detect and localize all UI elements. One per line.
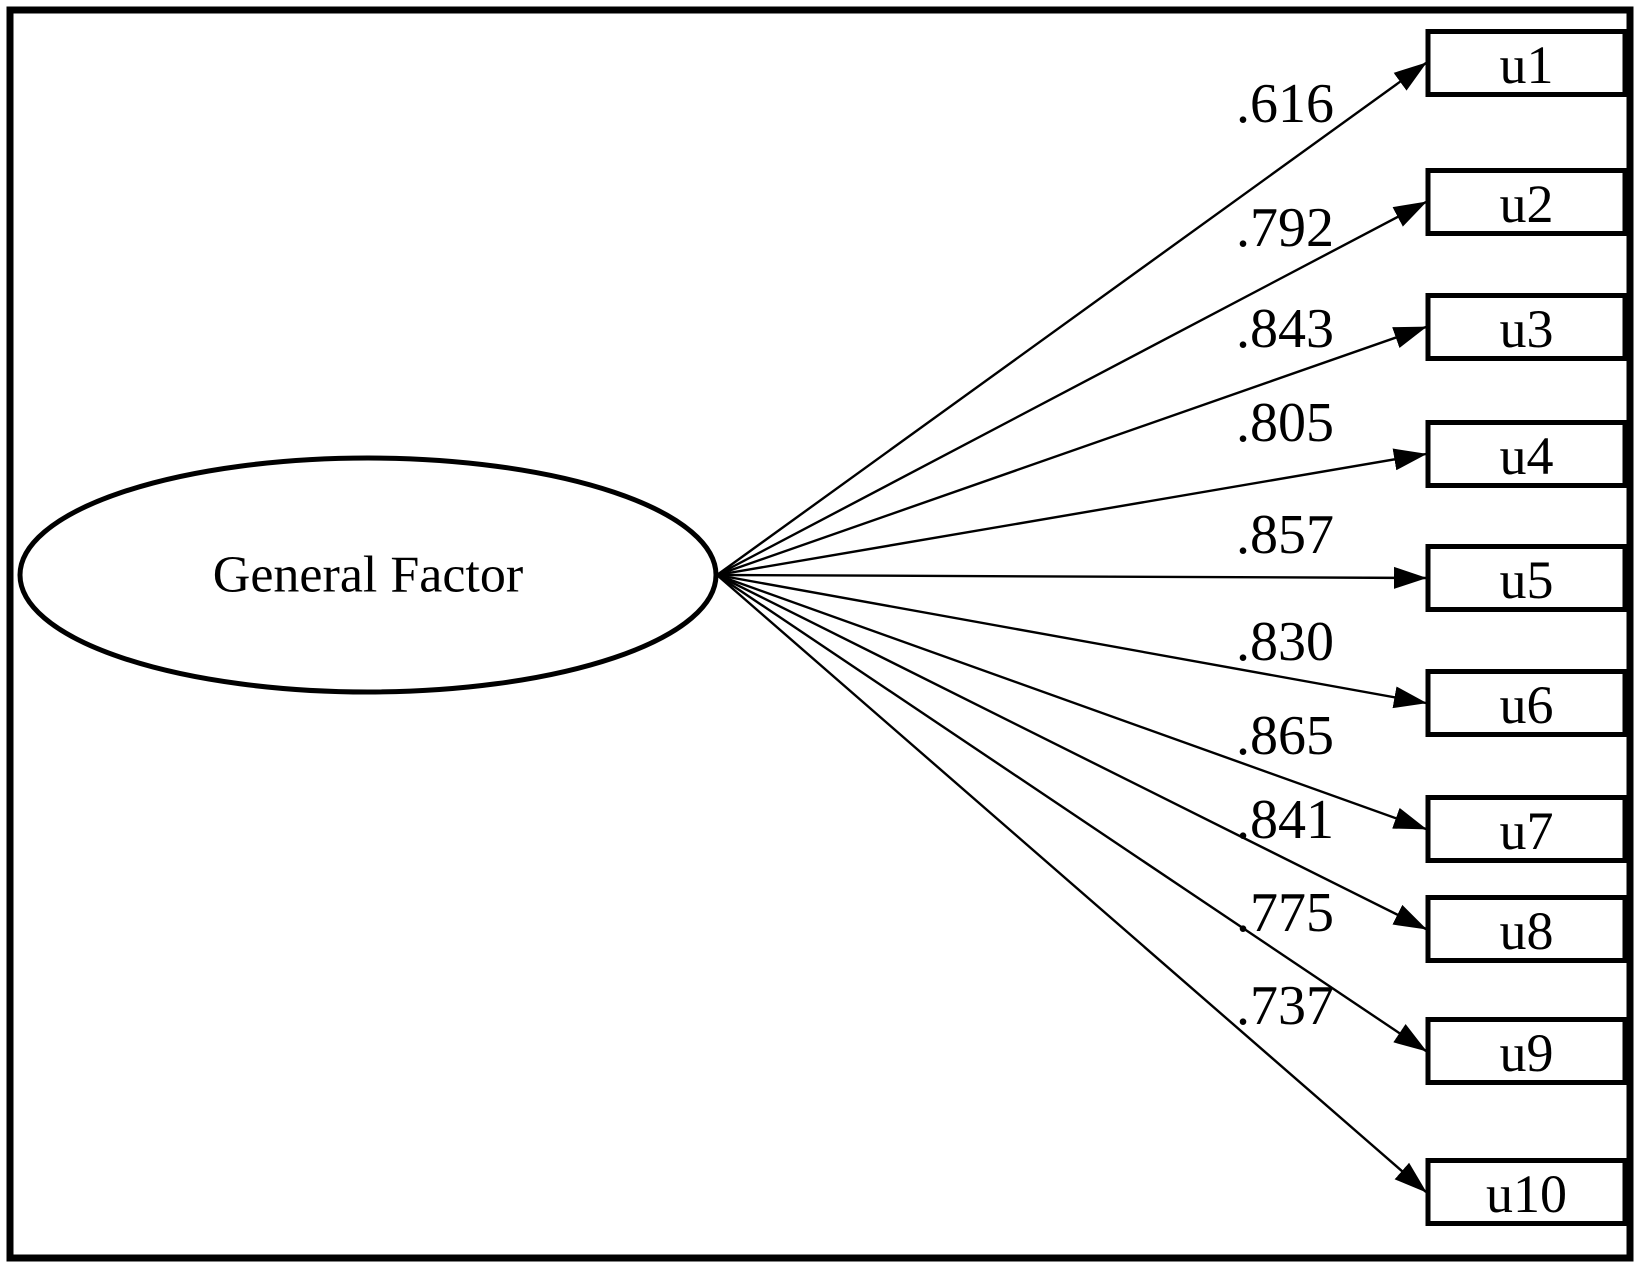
loading-arrow [716,566,1427,589]
indicator-label: u10 [1486,1164,1567,1224]
indicator-u2: .792 u2 [716,168,1628,577]
loading-arrow [716,200,1427,577]
loading-arrow [716,325,1427,577]
latent-factor-label: General Factor [213,547,523,604]
loading-arrow [716,574,1427,1193]
indicator-u5: .857 u5 [716,504,1628,612]
loading-arrow [716,574,1427,1052]
indicator-u10: .737 u10 [716,574,1628,1226]
indicator-label: u7 [1500,801,1554,861]
loading-value: .830 [1236,611,1334,673]
loading-value: .792 [1236,197,1334,259]
indicator-label: u2 [1500,174,1554,234]
indicator-u8: .841 u8 [716,573,1628,963]
indicator-label: u8 [1500,901,1554,961]
indicator-box [1425,420,1628,488]
loading-value: .775 [1236,882,1334,944]
indicator-u3: .843 u3 [716,293,1628,577]
latent-factor-ellipse [17,455,719,695]
loading-value: .737 [1236,975,1334,1037]
indicator-box [1425,669,1628,737]
indicator-box [1425,544,1628,612]
loading-value: .616 [1236,73,1334,135]
indicator-u4: .805 u4 [716,392,1628,577]
loading-arrow [716,573,1427,709]
indicator-box [1425,1017,1628,1085]
loading-value: .805 [1236,392,1334,454]
figure-border [6,6,1634,1262]
indicator-box [1425,168,1628,236]
loading-value: .841 [1236,789,1334,851]
indicator-label: u5 [1500,550,1554,610]
loading-arrow [716,448,1427,577]
indicator-label: u9 [1500,1023,1554,1083]
loading-value: .843 [1236,298,1334,360]
indicator-label: u6 [1500,675,1554,735]
loading-arrow [716,62,1427,576]
indicator-label: u1 [1500,35,1554,95]
indicator-box [1425,895,1628,963]
loading-value: .865 [1236,705,1334,767]
indicator-u7: .865 u7 [716,573,1628,863]
indicator-u1: .616 u1 [716,29,1628,576]
indicator-u6: .830 u6 [716,573,1628,737]
loading-arrow [716,573,1427,831]
indicator-u9: .775 u9 [716,574,1628,1085]
indicator-box [1425,293,1628,361]
indicator-label: u3 [1500,299,1554,359]
indicator-box [1425,29,1628,97]
loading-arrow [716,573,1427,931]
loading-value: .857 [1236,504,1334,566]
indicator-label: u4 [1500,426,1554,486]
indicator-box [1425,1158,1628,1226]
indicator-box [1425,795,1628,863]
